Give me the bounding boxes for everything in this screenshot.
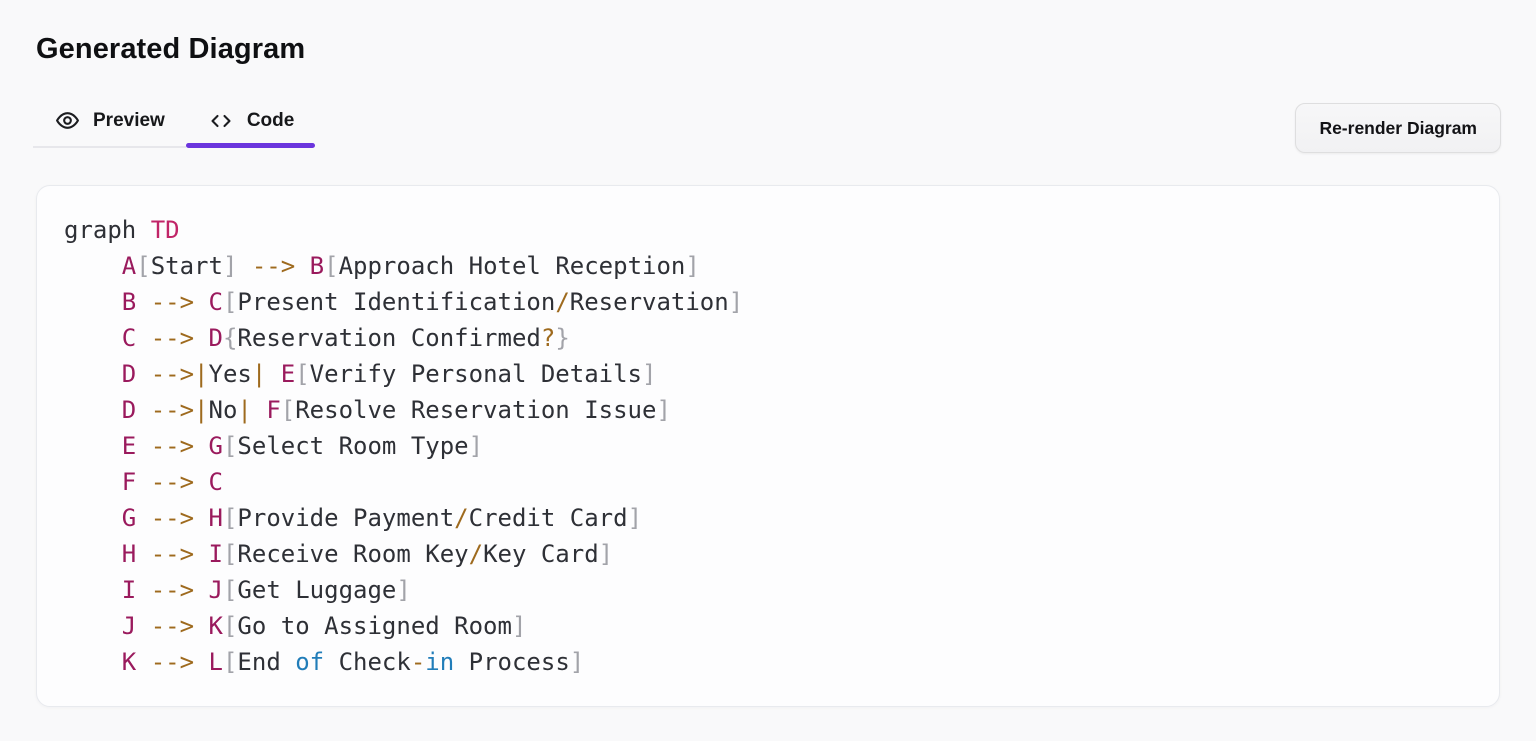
code-line: J --> K[Go to Assigned Room] [121,612,527,640]
code-line: C --> D{Reservation Confirmed?} [121,324,570,352]
mermaid-code[interactable]: graph TD A[Start] --> B[Approach Hotel R… [37,186,1499,700]
code-line: D -->|No| F[Resolve Reservation Issue] [121,396,671,424]
tab-code[interactable]: Code [185,108,316,148]
code-line: B --> C[Present Identification/Reservati… [121,288,744,316]
code-line: D -->|Yes| E[Verify Personal Details] [121,360,657,388]
tab-preview[interactable]: Preview [33,108,186,148]
code-line: I --> J[Get Luggage] [121,576,411,604]
code-line: K --> L[End of Check-in Process] [121,648,585,676]
tab-list: Preview Code [33,108,315,148]
code-icon [208,109,234,133]
rerender-diagram-button[interactable]: Re-render Diagram [1295,103,1501,153]
code-line: A[Start] --> B[Approach Hotel Reception] [121,252,700,280]
tab-code-label: Code [246,109,295,131]
tab-preview-label: Preview [93,109,165,131]
code-line: H --> I[Receive Room Key/Key Card] [121,540,614,568]
code-line: F --> C [121,468,223,496]
code-line: graph TD [64,216,180,244]
code-panel: graph TD A[Start] --> B[Approach Hotel R… [36,185,1500,707]
code-line: E --> G[Select Room Type] [121,432,484,460]
code-line: G --> H[Provide Payment/Credit Card] [121,504,643,532]
eye-icon [55,108,80,133]
page-title: Generated Diagram [36,33,306,65]
